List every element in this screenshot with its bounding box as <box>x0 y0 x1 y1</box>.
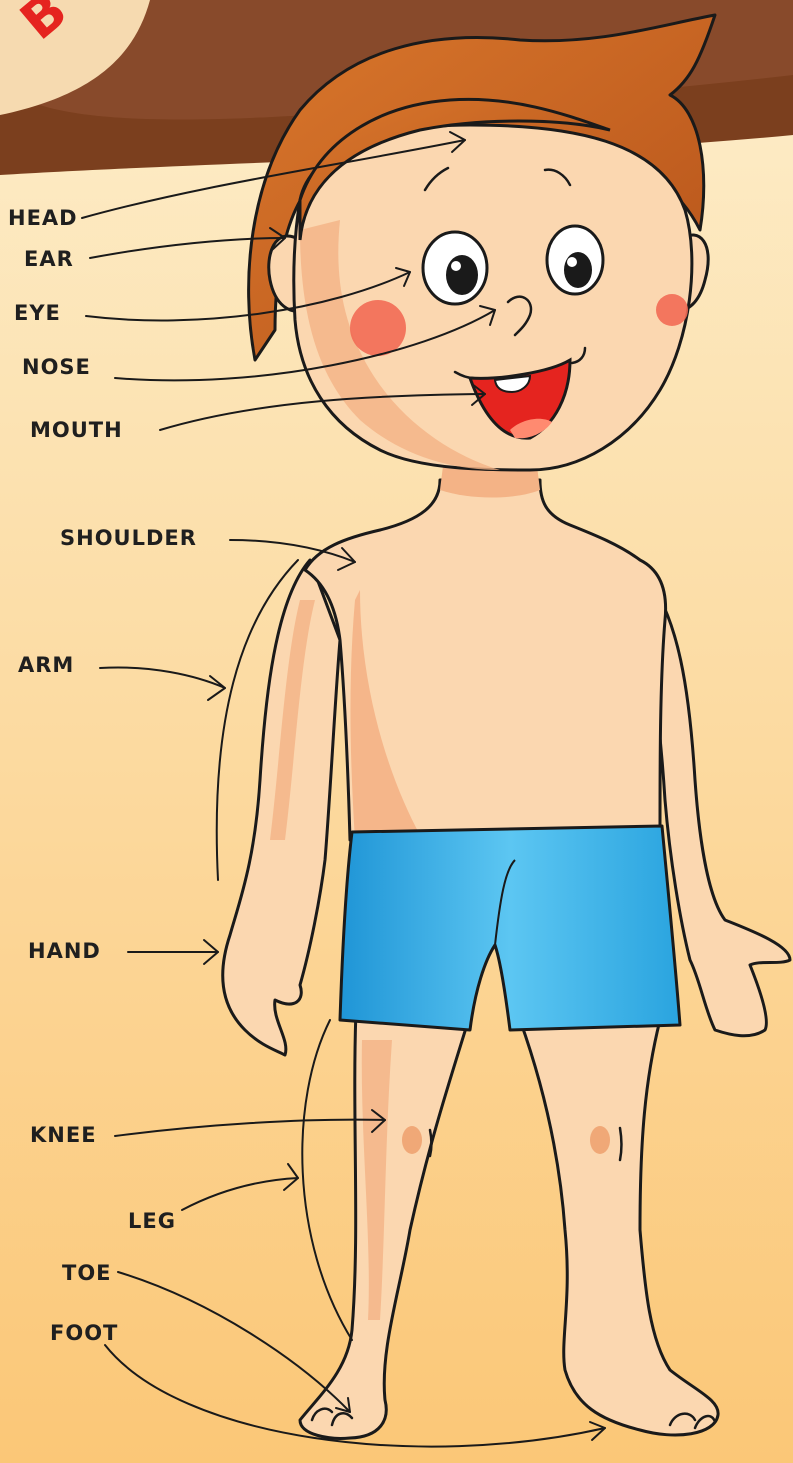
label-head: HEAD <box>8 206 78 230</box>
pupil-right <box>564 252 592 288</box>
eye-shine-right <box>567 257 577 267</box>
eye-shine-left <box>451 261 461 271</box>
shorts <box>340 826 680 1030</box>
label-shoulder: SHOULDER <box>60 526 197 550</box>
pupil-left <box>446 255 478 295</box>
knee-mark-r <box>620 1128 622 1160</box>
label-leg: LEG <box>128 1209 176 1233</box>
label-toe: TOE <box>62 1261 112 1285</box>
label-nose: NOSE <box>22 355 91 379</box>
label-eye: EYE <box>14 301 61 325</box>
label-ear: EAR <box>24 247 74 271</box>
label-mouth: MOUTH <box>30 418 123 442</box>
knee-mark <box>430 1130 432 1156</box>
label-knee: KNEE <box>30 1123 97 1147</box>
knee-right <box>590 1126 610 1154</box>
cheek-left <box>350 300 406 356</box>
cheek-right <box>656 294 688 326</box>
knee-left <box>402 1126 422 1154</box>
label-hand: HAND <box>28 939 101 963</box>
label-arm: ARM <box>18 653 74 677</box>
label-foot: FOOT <box>50 1321 118 1345</box>
